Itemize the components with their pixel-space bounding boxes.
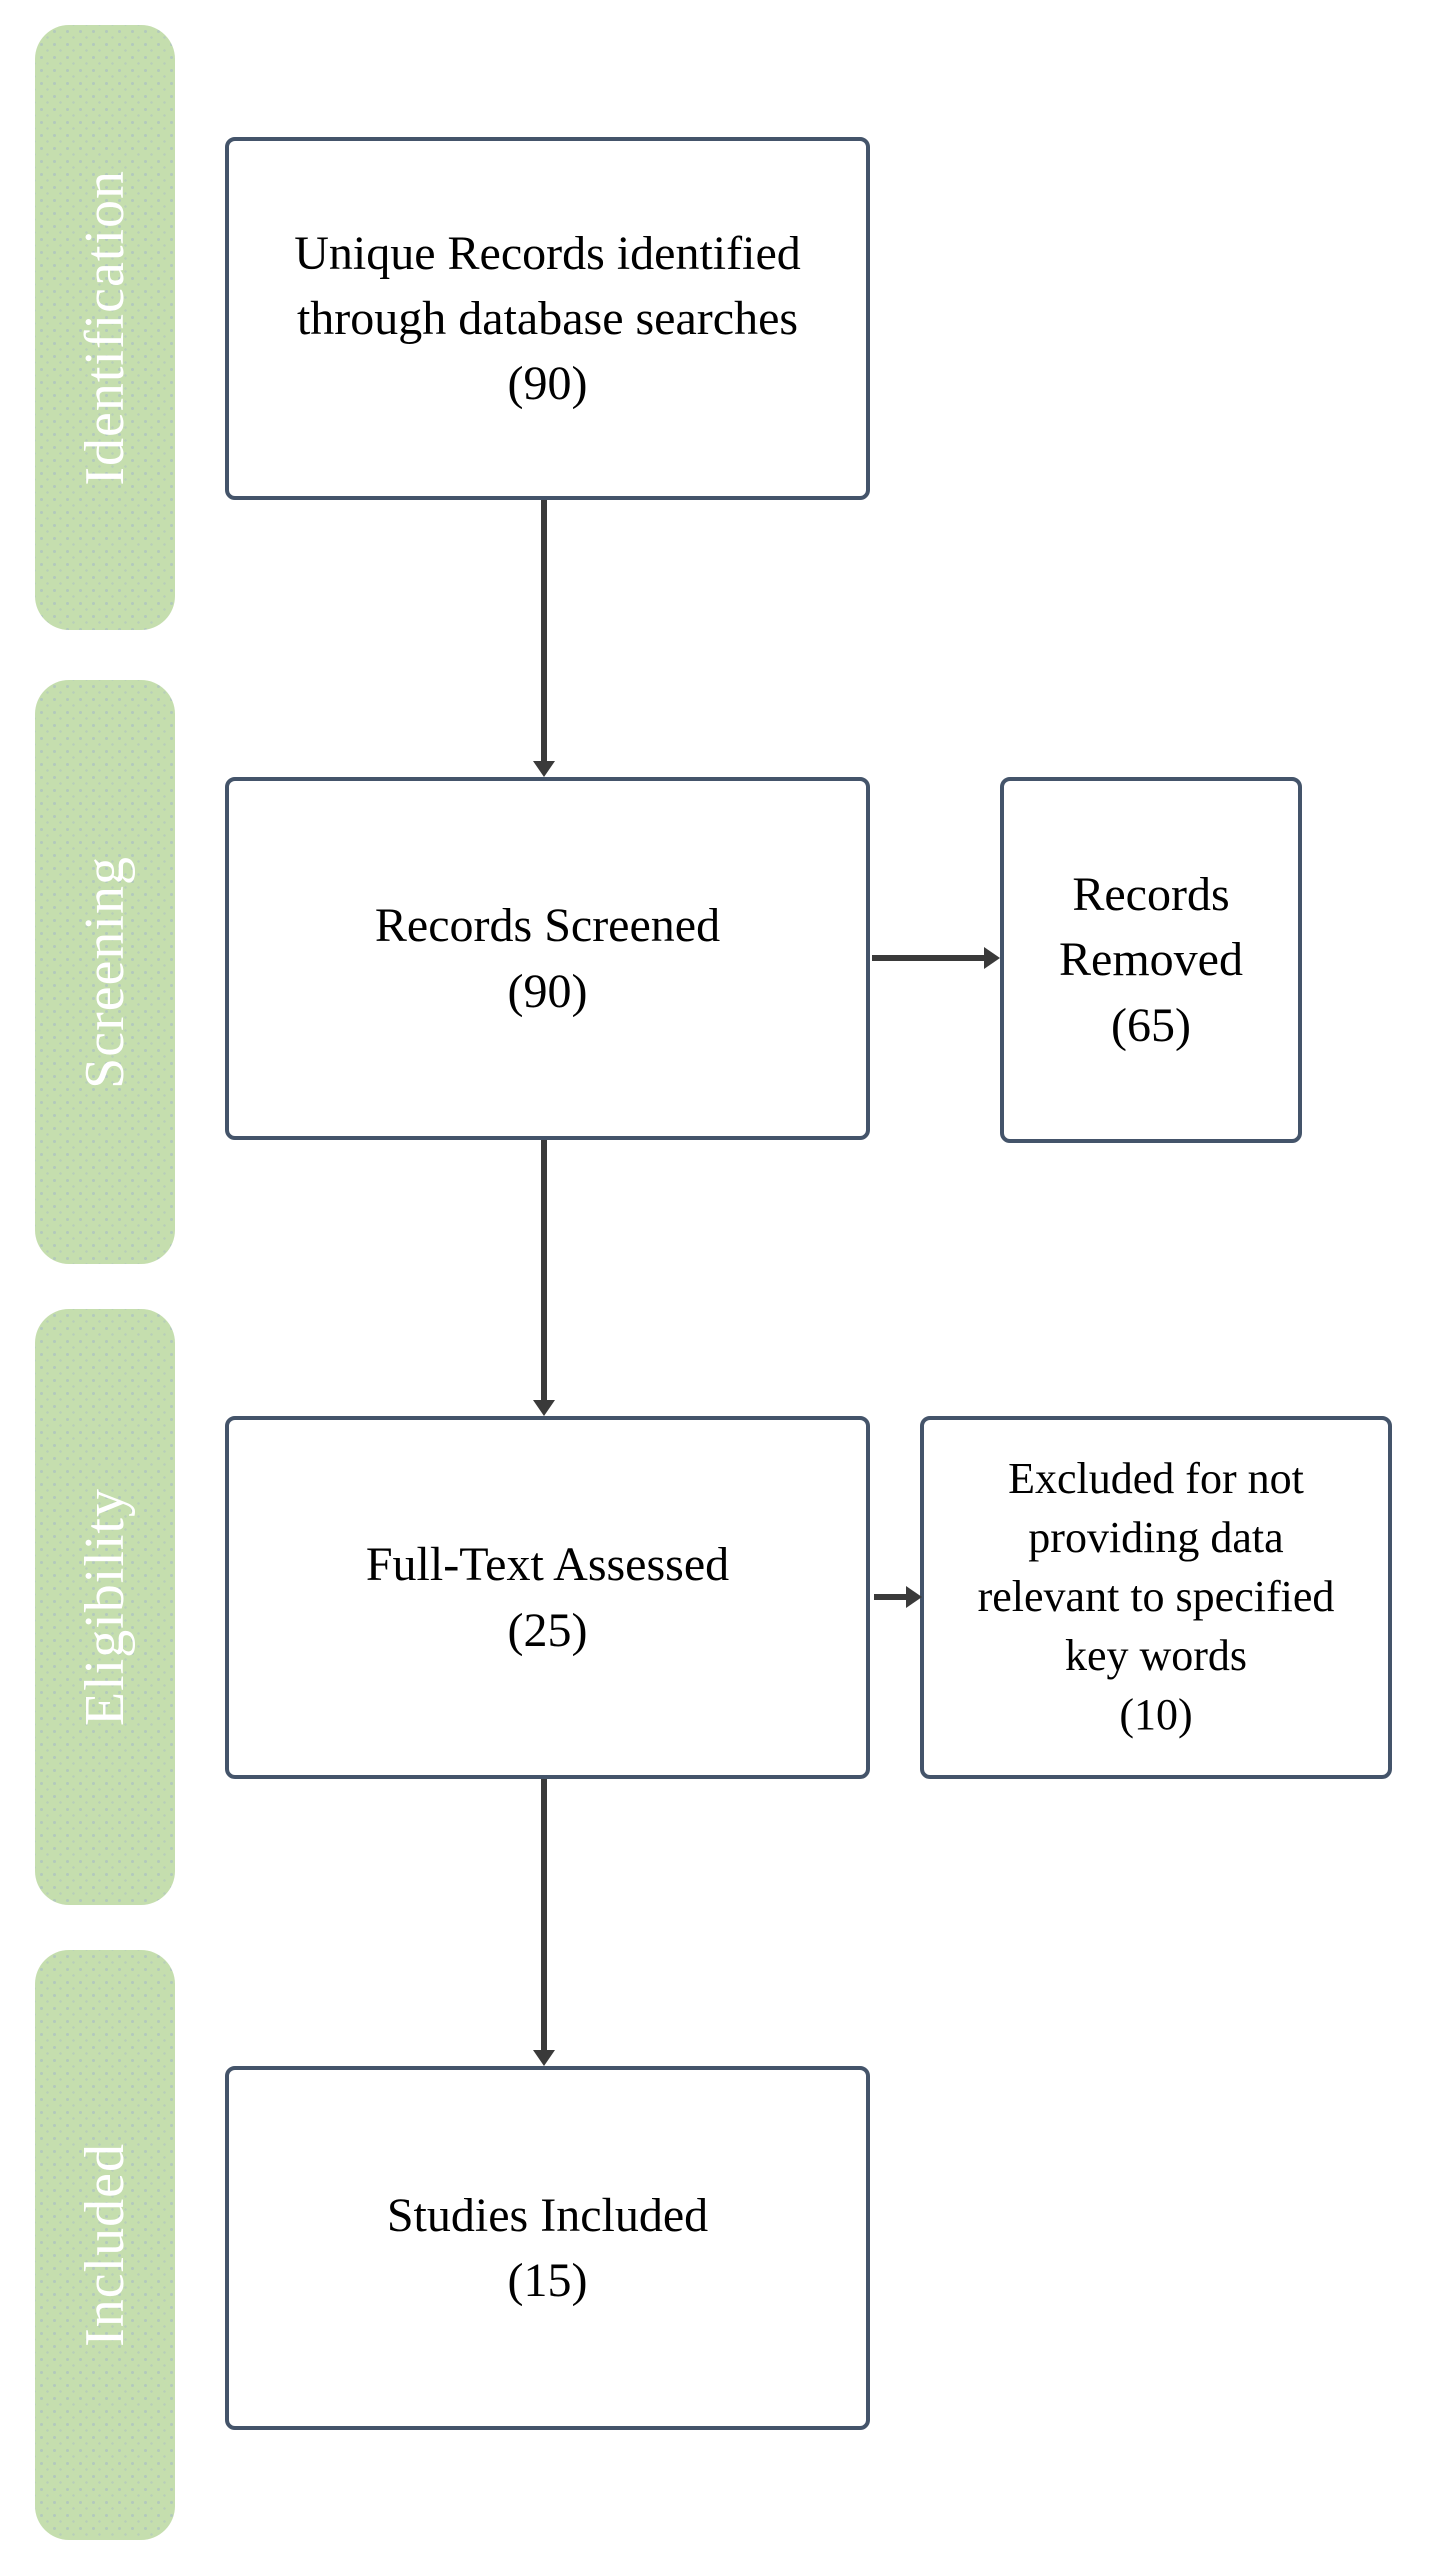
stage-band-eligibility: Eligibility (35, 1309, 175, 1905)
flow-box-studies-included: Studies Included (15) (225, 2066, 870, 2430)
stage-label-identification: Identification (74, 169, 136, 486)
flow-box-excluded: Excluded for not providing data relevant… (920, 1416, 1392, 1779)
arrow-screened-to-removed (872, 955, 984, 961)
stage-band-screening: Screening (35, 680, 175, 1264)
flow-box-records-screened: Records Screened (90) (225, 777, 870, 1140)
arrow-fulltext-to-included (541, 1779, 547, 2050)
stage-label-eligibility: Eligibility (74, 1487, 136, 1727)
arrow-screened-to-fulltext (541, 1140, 547, 1400)
flow-box-full-text-assessed: Full-Text Assessed (25) (225, 1416, 870, 1779)
stage-label-included: Included (74, 2143, 136, 2347)
stage-band-identification: Identification (35, 25, 175, 630)
stage-band-included: Included (35, 1950, 175, 2540)
stage-label-screening: Screening (74, 855, 136, 1089)
flow-box-records-removed: Records Removed (65) (1000, 777, 1302, 1143)
arrow-fulltext-to-excluded (874, 1594, 906, 1600)
flow-box-unique-records-identified: Unique Records identified through databa… (225, 137, 870, 500)
arrow-identified-to-screened (541, 500, 547, 761)
